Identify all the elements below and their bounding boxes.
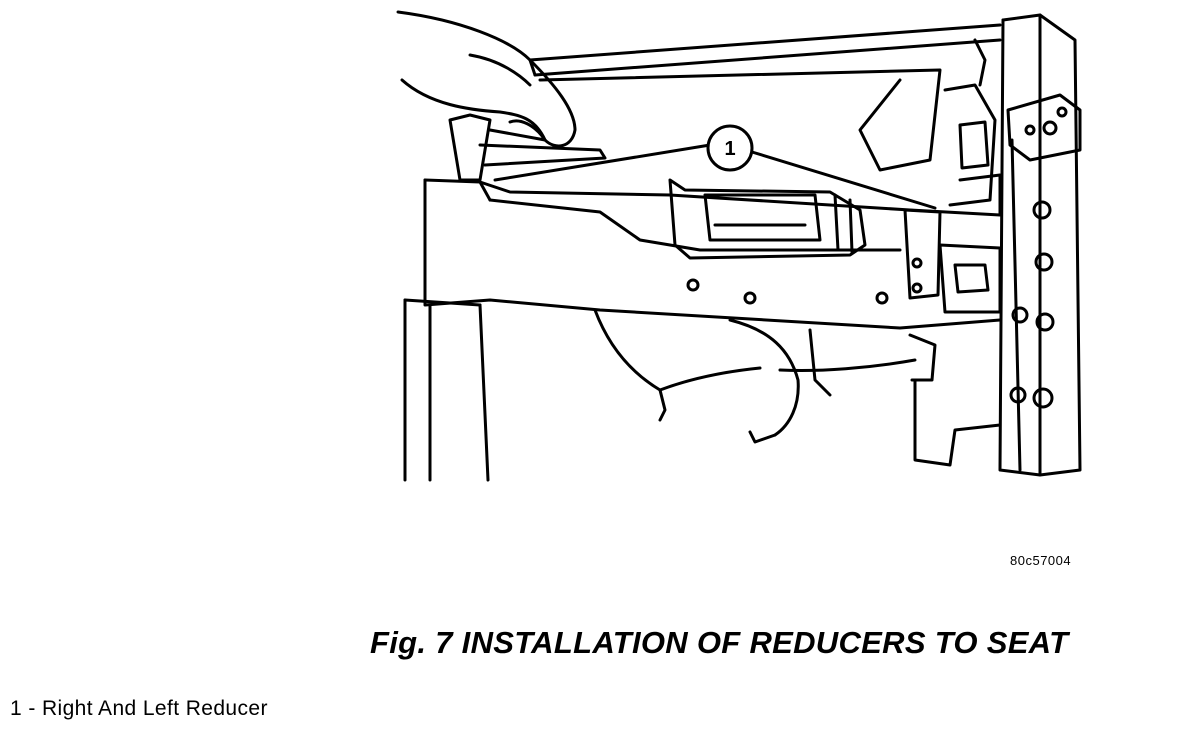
callout-1: 1 [706,124,754,172]
callout-number: 1 [724,138,735,160]
wiring-harness [593,308,1002,467]
legend-item: 1 - Right And Left Reducer [10,697,268,720]
upper-frame [528,23,1002,172]
left-frame [403,298,490,482]
callout-leaders [493,143,937,210]
figure-code: 80c57004 [1010,553,1072,568]
track-mechanism [943,38,1002,217]
figure-caption: Fig. 7 INSTALLATION OF REDUCERS TO SEAT [370,625,1069,660]
hand-drawing [396,10,577,148]
reducer-bracket [903,208,1002,314]
reducer-motor [668,178,867,260]
seat-reducer-illustration: 1 [396,10,1082,482]
release-handle [448,113,607,182]
right-seat-track [998,13,1082,477]
